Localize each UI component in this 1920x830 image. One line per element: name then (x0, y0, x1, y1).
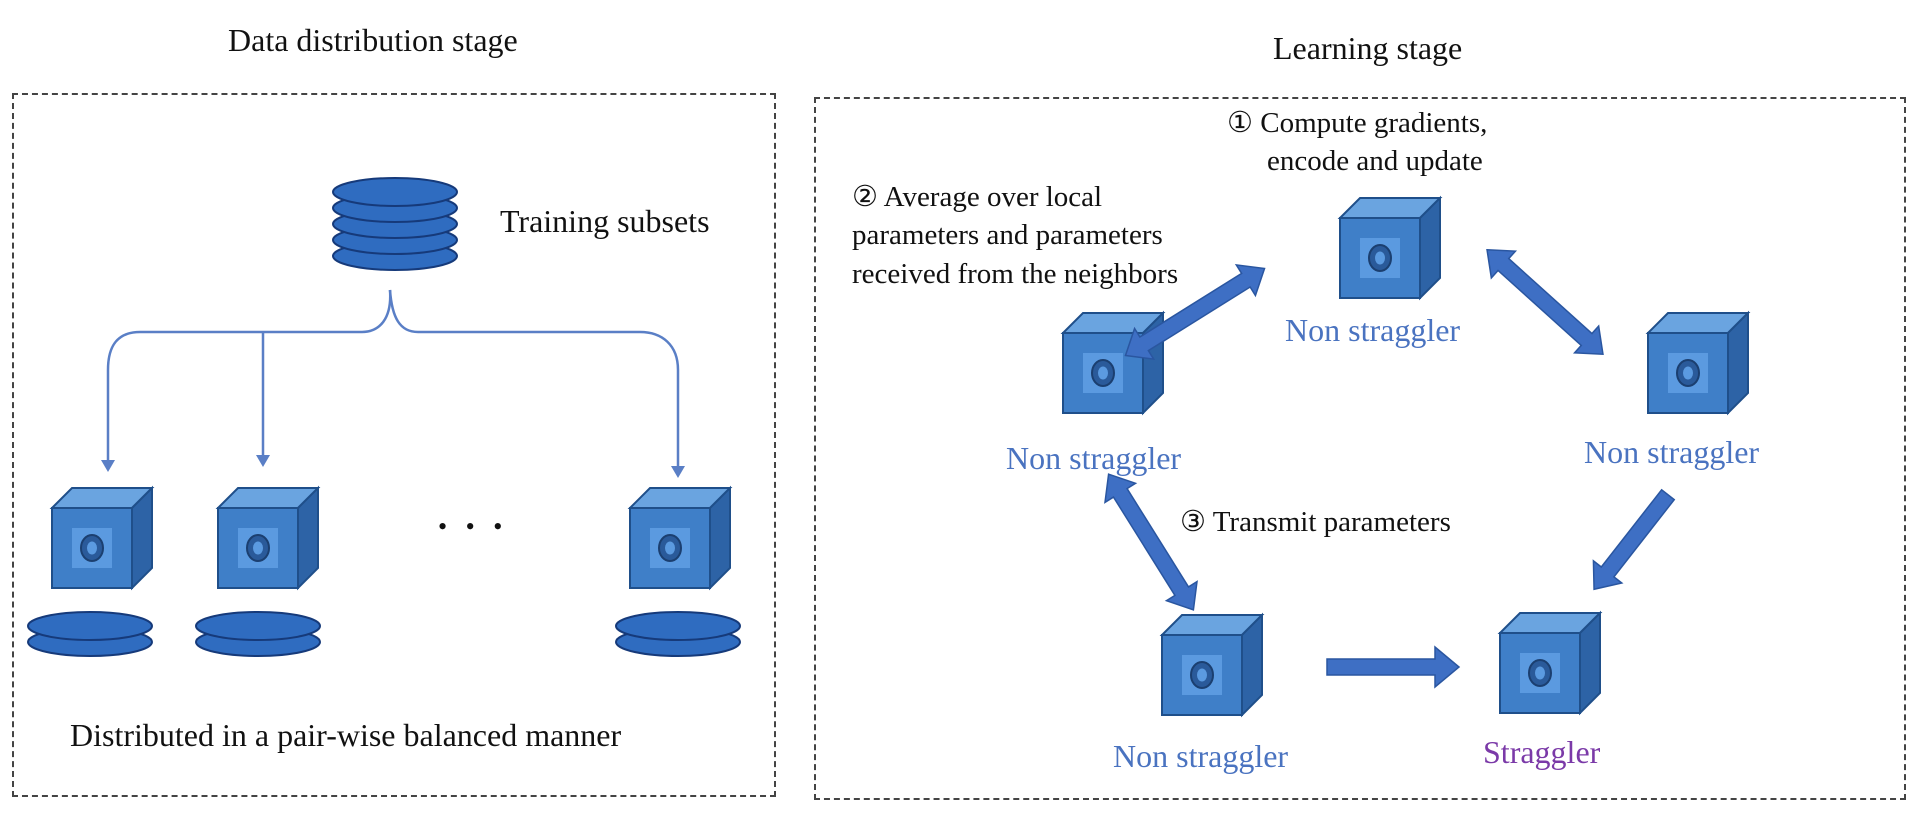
step2-label-line2: parameters and parameters (852, 219, 1163, 251)
step1-label-line2: encode and update (1267, 145, 1483, 177)
double-arrow-top-right (1486, 249, 1604, 355)
node-bottom-left-label: Non straggler (1113, 738, 1289, 774)
learning-stage-panel (814, 97, 1906, 800)
worker-2-cube-icon (217, 487, 319, 589)
node-right-label: Non straggler (1584, 434, 1760, 470)
step2-label-line1: ② Average over local (852, 181, 1103, 213)
double-arrow-top-left (1124, 263, 1266, 361)
worker-2-disk-icon (195, 611, 321, 657)
learning-stage-title: Learning stage (1273, 30, 1463, 66)
step2-label-line3: received from the neighbors (852, 258, 1179, 290)
node-top-cube-icon (1339, 197, 1441, 299)
training-subsets-label: Training subsets (500, 203, 710, 239)
distribution-brace-lines (106, 289, 680, 468)
worker-n-disk-icon (615, 611, 741, 657)
arrows (1104, 249, 1676, 689)
straggler-cube-icon (1499, 612, 1601, 714)
distribution-arrowheads (101, 455, 685, 478)
node-bottom-left-cube-icon (1161, 614, 1263, 716)
worker-1-cube-icon (51, 487, 153, 589)
distribution-caption: Distributed in a pair-wise balanced mann… (70, 717, 622, 753)
straggler-label: Straggler (1483, 734, 1601, 770)
step3-label: ③ Transmit parameters (1180, 506, 1451, 538)
double-arrow-left-bottom (1104, 473, 1198, 611)
arrow-bottom-to-straggler (1326, 645, 1461, 689)
node-right-cube-icon (1647, 312, 1749, 414)
data-distribution-panel (12, 93, 776, 797)
node-top-label: Non straggler (1285, 312, 1461, 348)
worker-n-cube-icon (629, 487, 731, 589)
worker-1-disk-icon (27, 611, 153, 657)
node-left-cube-icon (1062, 312, 1164, 414)
ellipsis-icon: • • • (438, 512, 509, 541)
node-left-label: Non straggler (1006, 440, 1182, 476)
data-distribution-title: Data distribution stage (228, 22, 518, 58)
training-subsets-database-icon (332, 177, 458, 271)
arrow-right-to-straggler (1592, 488, 1676, 591)
step1-label-line1: ① Compute gradients, (1227, 107, 1488, 139)
